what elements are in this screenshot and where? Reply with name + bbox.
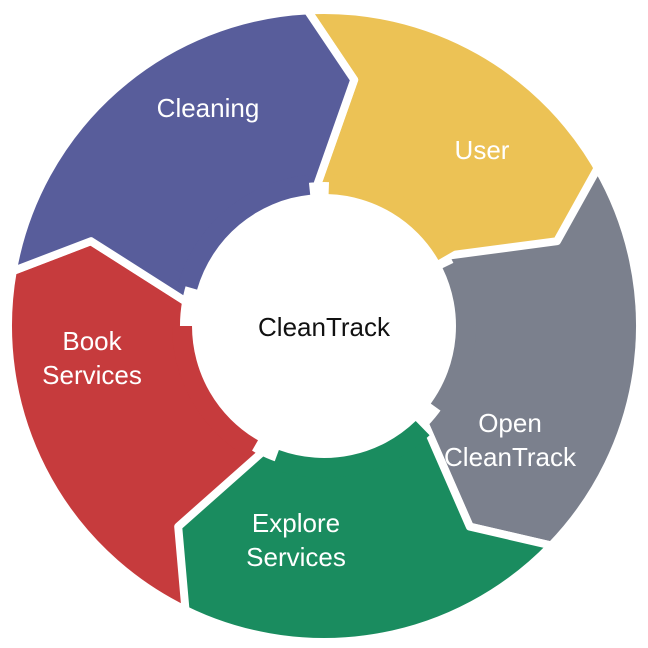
ring-arc-open-cleantrack <box>430 259 476 416</box>
segment-label-line: Book <box>62 326 122 356</box>
segment-label-line: CleanTrack <box>444 442 577 472</box>
ring-arc-book-services <box>172 326 258 458</box>
segment-label-cleaning: Cleaning <box>157 93 260 123</box>
inner-rings-layer <box>172 174 476 478</box>
center-circle <box>200 202 448 450</box>
segment-label-line: Services <box>246 542 346 572</box>
ring-arc-user <box>328 174 456 260</box>
ring-arc-explore-services <box>272 421 430 478</box>
segment-label-line: Services <box>42 360 142 390</box>
ring-arc-cleaning <box>177 174 311 290</box>
center-label: CleanTrack <box>258 312 391 342</box>
segment-label-line: Open <box>478 408 542 438</box>
segment-label-line: Explore <box>252 508 340 538</box>
segment-label-line: User <box>455 135 510 165</box>
segment-label-user: User <box>455 135 510 165</box>
segment-label-line: Cleaning <box>157 93 260 123</box>
